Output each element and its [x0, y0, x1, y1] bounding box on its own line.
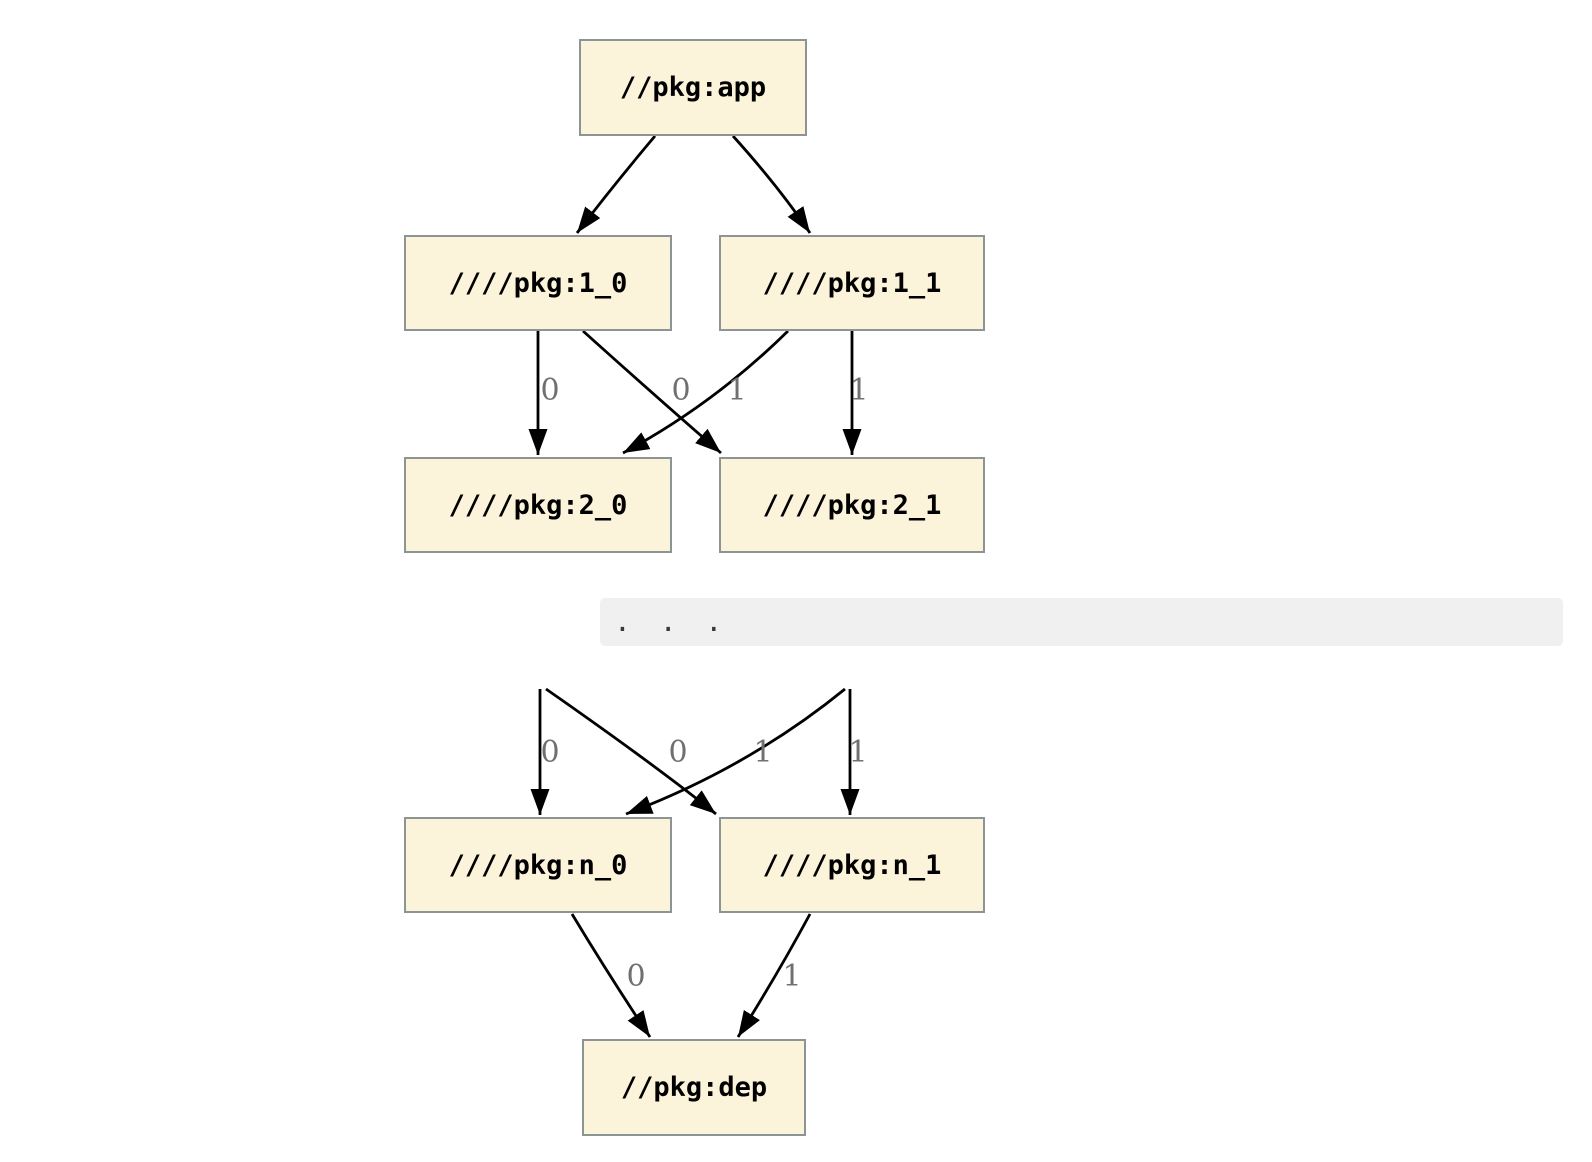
edge-label: 1	[848, 735, 868, 770]
node-pkg-2_1: ////pkg:2_1	[719, 457, 985, 553]
edge-app-to-1_1	[731, 135, 812, 234]
node-pkg-app: //pkg:app	[579, 39, 807, 136]
edge-label: 0	[626, 959, 646, 994]
edge-label: 1	[753, 735, 773, 770]
node-pkg-2_0: ////pkg:2_0	[404, 457, 672, 553]
ellipsis-dots: . . .	[614, 605, 729, 638]
node-pkg-n_1: ////pkg:n_1	[719, 817, 985, 913]
edge-label: 0	[540, 735, 560, 770]
node-pkg-1_0: ////pkg:1_0	[404, 235, 672, 331]
edge-elided-to-n_0-cross	[625, 687, 846, 816]
ellipsis-bar: . . .	[600, 598, 1563, 646]
edge-1_1-to-2_0	[622, 330, 789, 455]
node-pkg-1_1: ////pkg:1_1	[719, 235, 985, 331]
edge-label: 0	[668, 735, 688, 770]
edge-elided-to-n_1-cross	[545, 687, 717, 816]
edge-label: 1	[782, 959, 802, 994]
edge-label: 1	[849, 373, 869, 408]
node-pkg-dep: //pkg:dep	[582, 1039, 806, 1136]
edge-label: 0	[540, 373, 560, 408]
edge-label: 1	[727, 373, 747, 408]
edge-1_0-to-2_1	[582, 329, 722, 455]
edge-app-to-1_0	[575, 135, 657, 234]
edge-n_1-to-dep	[736, 913, 812, 1038]
edge-label: 0	[671, 373, 691, 408]
edge-n_0-to-dep	[570, 913, 652, 1038]
node-pkg-n_0: ////pkg:n_0	[404, 817, 672, 913]
